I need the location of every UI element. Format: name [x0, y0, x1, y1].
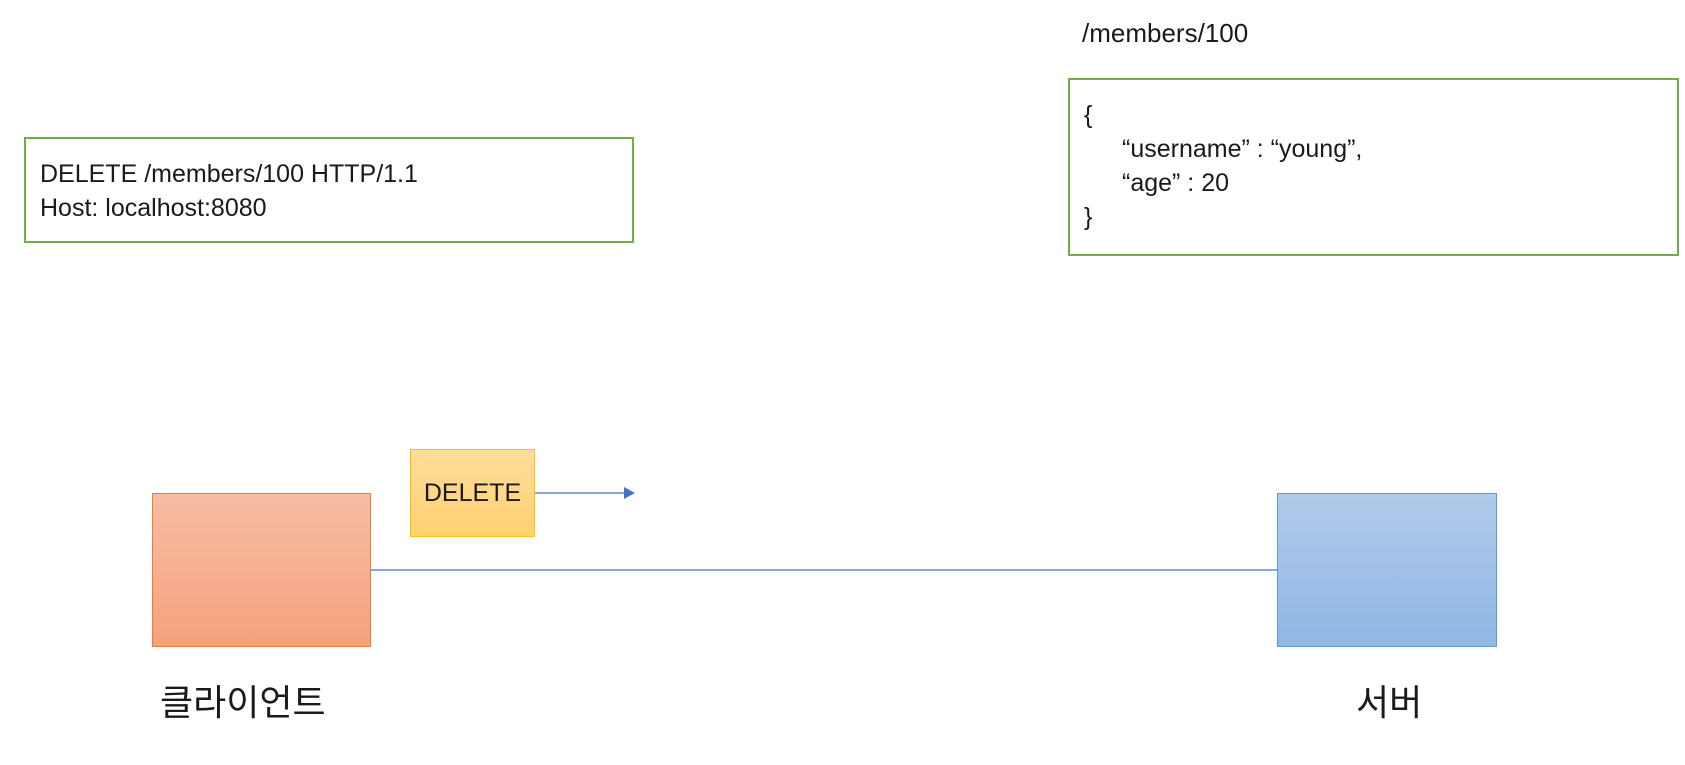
resource-path-label: /members/100: [1082, 18, 1249, 48]
json-open-brace: {: [1084, 101, 1093, 129]
server-node-box: [1277, 493, 1497, 647]
json-username-field: “username” : “young”,: [1122, 135, 1363, 163]
request-host-header: Host: localhost:8080: [40, 194, 267, 222]
request-direction-arrow-head: [624, 487, 635, 499]
json-age-field: “age” : 20: [1122, 169, 1230, 197]
resource-json-box: { “username” : “young”, “age” : 20 }: [1068, 78, 1679, 256]
client-label: 클라이언트: [160, 683, 326, 724]
client-node-box: [152, 493, 371, 647]
http-request-box: DELETE /members/100 HTTP/1.1 Host: local…: [24, 137, 634, 243]
json-close-brace: }: [1084, 203, 1093, 231]
method-chip-label: DELETE: [423, 478, 522, 507]
server-label: 서버: [1356, 683, 1423, 724]
request-line: DELETE /members/100 HTTP/1.1: [40, 160, 418, 188]
delete-method-chip: DELETE: [410, 449, 535, 537]
